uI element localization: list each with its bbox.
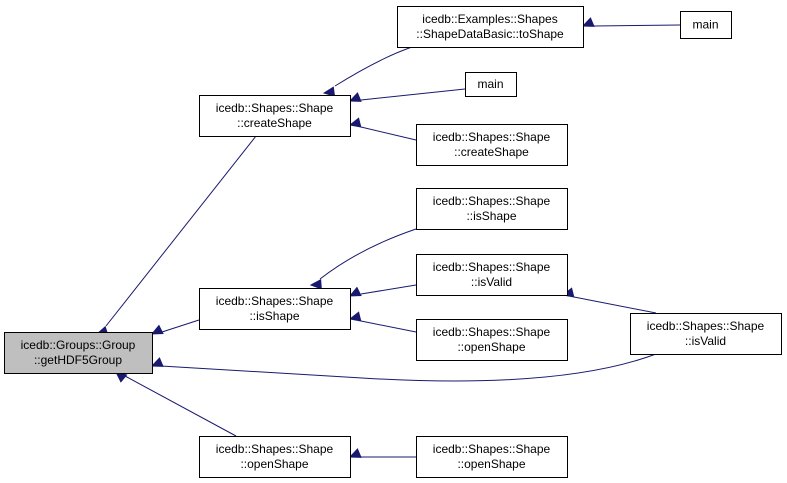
node-shape-isShape[interactable]: icedb::Shapes::Shape::isShape <box>199 288 351 330</box>
edge-line <box>360 126 417 141</box>
edge-line <box>160 353 657 382</box>
edge-shape_openShape_2-to-shape_isShape <box>348 311 417 333</box>
arrowhead-icon <box>309 278 322 290</box>
edge-line <box>360 320 417 333</box>
node-label-line-1: icedb::Examples::Shapes <box>422 12 557 26</box>
node-shape-openShape-2[interactable]: icedb::Shapes::Shape::openShape <box>416 319 568 361</box>
edge-line <box>124 375 237 437</box>
node-shape-createShape-2[interactable]: icedb::Shapes::Shape::createShape <box>416 124 568 166</box>
node-shape-isValid-1[interactable]: icedb::Shapes::Shape::isValid <box>416 254 568 296</box>
edge-shape_createShape_2-to-shape_createShape <box>348 117 417 141</box>
node-group-getHDF5Group[interactable]: icedb::Groups::Group::getHDF5Group <box>4 332 153 374</box>
node-box <box>199 288 351 330</box>
node-box <box>680 11 732 39</box>
edge-main_2-to-examples_toShape <box>581 17 681 27</box>
node-label-line-1: icedb::Shapes::Shape <box>433 130 551 144</box>
arrowhead-icon <box>348 117 362 128</box>
arrowhead-icon <box>348 311 362 322</box>
node-label-line-2: ::createShape <box>454 145 529 159</box>
edge-line <box>161 319 200 333</box>
node-label-line-2: ::openShape <box>457 340 525 354</box>
node-label-line-1: main <box>477 77 503 91</box>
edge-line <box>334 46 413 87</box>
edge-shape_openShape-to-group_getHDF5Group <box>115 371 237 437</box>
nodes-layer: icedb::Groups::Group::getHDF5Groupicedb:… <box>4 6 782 478</box>
edge-examples_toShape-to-shape_createShape <box>322 46 413 97</box>
edge-line <box>573 296 657 314</box>
node-box <box>416 188 568 230</box>
edge-shape_isValid_2-to-shape_isValid_1 <box>561 287 657 314</box>
node-box <box>4 332 153 374</box>
node-label-line-2: ::ShapeDataBasic::toShape <box>416 27 564 41</box>
node-examples-toShape[interactable]: icedb::Examples::Shapes::ShapeDataBasic:… <box>397 6 584 48</box>
node-box <box>416 436 568 478</box>
node-label-line-2: ::isValid <box>471 275 512 289</box>
node-label-line-1: icedb::Shapes::Shape <box>433 260 551 274</box>
edges-layer <box>95 17 681 458</box>
node-box <box>465 72 517 97</box>
node-main-2[interactable]: main <box>680 11 732 39</box>
edge-shape_isShape-to-group_getHDF5Group <box>150 319 200 335</box>
edge-line <box>360 284 417 295</box>
node-label-line-2: ::isShape <box>466 209 516 223</box>
node-label-line-1: icedb::Shapes::Shape <box>216 101 334 115</box>
arrowhead-icon <box>581 17 595 27</box>
node-shape-createShape[interactable]: icedb::Shapes::Shape::createShape <box>199 95 351 137</box>
node-label-line-1: icedb::Shapes::Shape <box>433 442 551 456</box>
arrowhead-icon <box>348 448 362 458</box>
node-label-line-1: main <box>692 18 718 32</box>
edge-main_1-to-shape_createShape <box>348 88 466 102</box>
node-main-1[interactable]: main <box>465 72 517 97</box>
node-box <box>416 254 568 296</box>
node-box <box>199 436 351 478</box>
node-label-line-1: icedb::Shapes::Shape <box>216 294 334 308</box>
arrowhead-icon <box>348 92 362 102</box>
edge-shape_isValid_1-to-shape_isShape <box>348 284 417 297</box>
edge-line <box>319 228 417 280</box>
node-label-line-1: icedb::Shapes::Shape <box>647 319 765 333</box>
arrowhead-icon <box>150 357 164 367</box>
node-box <box>416 319 568 361</box>
edge-line <box>593 24 681 27</box>
node-shape-isShape-2[interactable]: icedb::Shapes::Shape::isShape <box>416 188 568 230</box>
node-label-line-1: icedb::Shapes::Shape <box>433 194 551 208</box>
node-label-line-1: icedb::Shapes::Shape <box>433 325 551 339</box>
node-box <box>199 95 351 137</box>
node-box <box>397 6 584 48</box>
edge-line <box>360 88 466 101</box>
node-shape-openShape[interactable]: icedb::Shapes::Shape::openShape <box>199 436 351 478</box>
node-label-line-2: ::createShape <box>237 116 312 130</box>
arrowhead-icon <box>348 286 362 297</box>
node-label-line-2: ::openShape <box>240 457 308 471</box>
edge-shape_openShape_3-to-shape_openShape <box>348 448 416 458</box>
node-shape-isValid-2[interactable]: icedb::Shapes::Shape::isValid <box>630 313 782 355</box>
node-label-line-2: ::isShape <box>249 309 299 323</box>
edge-line <box>105 135 257 327</box>
node-box <box>630 313 782 355</box>
node-label-line-2: ::getHDF5Group <box>34 353 122 367</box>
node-label-line-2: ::isValid <box>685 334 726 348</box>
node-shape-openShape-3[interactable]: icedb::Shapes::Shape::openShape <box>416 436 568 478</box>
node-box <box>416 124 568 166</box>
node-label-line-2: ::openShape <box>457 457 525 471</box>
arrowhead-icon <box>322 86 336 97</box>
node-label-line-1: icedb::Shapes::Shape <box>216 442 334 456</box>
node-label-line-1: icedb::Groups::Group <box>21 338 136 352</box>
edge-shape_isValid_2-to-group_getHDF5Group <box>150 353 657 382</box>
edge-shape_isShape_2-to-shape_isShape <box>309 228 417 290</box>
arrowhead-icon <box>150 324 164 335</box>
